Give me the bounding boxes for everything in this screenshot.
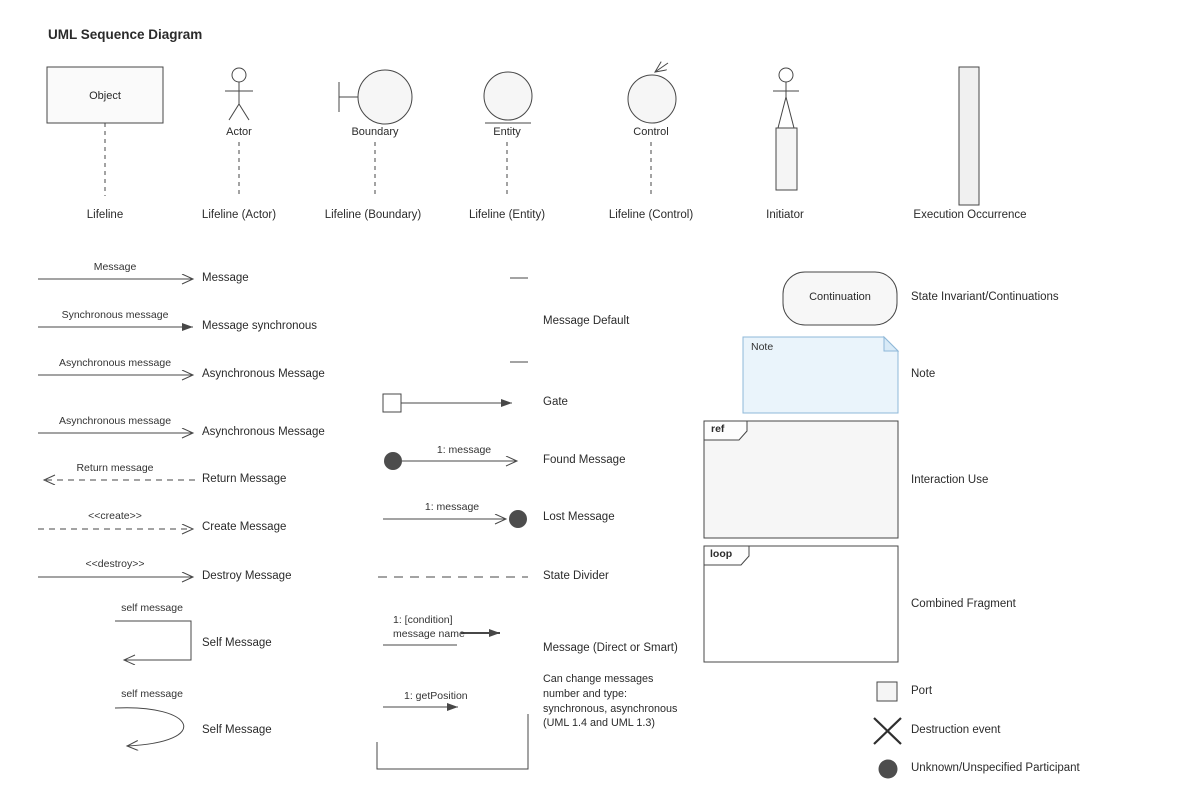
note-text: Note: [751, 341, 774, 353]
destruction-x-symbol: [873, 717, 902, 745]
port-label: Port: [911, 685, 933, 697]
destroy-annotation: <<destroy>>: [85, 558, 145, 570]
lost-message-symbol: [383, 510, 527, 528]
getposition-annotation: 1: getPosition: [404, 690, 468, 702]
message-default-dashes: [510, 277, 528, 363]
direct-message-annotation-line2: message name: [393, 628, 465, 640]
sync-annotation: Synchronous message: [61, 309, 169, 321]
interaction-use-label: Interaction Use: [911, 474, 989, 486]
lifeline-control-caption: Lifeline (Control): [608, 209, 694, 221]
execution-occurrence-symbol: [958, 66, 980, 206]
getposition-note-line: Can change messages: [543, 673, 654, 685]
return-annotation: Return message: [76, 462, 154, 474]
actor-symbol-label: Actor: [226, 126, 252, 138]
loop-tab-text: loop: [710, 548, 733, 560]
lifeline-entity-caption: Lifeline (Entity): [468, 209, 546, 221]
getposition-message-symbol: [376, 703, 529, 770]
destruction-label: Destruction event: [911, 724, 1001, 736]
lifeline-control-symbol: [627, 63, 677, 196]
getposition-note-line: number and type:: [543, 687, 628, 700]
execution-occurrence-caption: Execution Occurrence: [913, 209, 1027, 221]
destroy-label: Destroy Message: [202, 570, 292, 582]
found-message-annotation: 1: message: [436, 444, 492, 456]
entity-symbol-label: Entity: [493, 126, 521, 138]
message-label: Message: [202, 272, 249, 284]
getposition-note: Can change messages number and type: syn…: [543, 672, 677, 731]
unknown-participant-dot: [878, 759, 898, 779]
self-message-rect-arrow: [115, 620, 192, 660]
combined-fragment-shape: [703, 545, 899, 663]
direct-message-label: Message (Direct or Smart): [543, 642, 678, 654]
return-label: Return Message: [202, 473, 287, 485]
message-annotation: Message: [93, 261, 137, 273]
lifeline-actor-caption: Lifeline (Actor): [201, 209, 277, 221]
create-annotation: <<create>>: [88, 510, 142, 522]
self-message-annotation-1: self message: [121, 602, 183, 614]
self-message-annotation-2: self message: [121, 688, 183, 700]
direct-message-symbol: [383, 629, 500, 646]
self-message-curve-arrow: [114, 707, 185, 746]
getposition-note-line: synchronous, asynchronous: [543, 702, 678, 715]
ref-tab-text: ref: [711, 423, 725, 435]
direct-message-annotation-line1: 1: [condition]: [393, 614, 453, 626]
async-annotation-1: Asynchronous message: [58, 357, 172, 369]
combined-fragment-label: Combined Fragment: [911, 598, 1016, 610]
found-message-symbol: [384, 452, 517, 470]
async-label-2: Asynchronous Message: [202, 426, 325, 438]
continuation-shape: [782, 271, 898, 326]
control-symbol-label: Control: [633, 126, 669, 138]
port-shape: [876, 681, 898, 702]
self-message-label-1: Self Message: [202, 637, 272, 649]
interaction-use-shape: [703, 420, 899, 539]
gate-symbol: [382, 393, 512, 413]
object-symbol-label: Object: [89, 90, 121, 102]
continuation-text: Continuation: [809, 291, 871, 303]
found-message-label: Found Message: [543, 454, 626, 466]
lifeline-object-symbol: [46, 66, 164, 196]
note-shape: [742, 335, 900, 414]
self-message-label-2: Self Message: [202, 724, 272, 736]
async-label-1: Asynchronous Message: [202, 368, 325, 380]
state-divider-label: State Divider: [543, 570, 609, 582]
note-label: Note: [911, 368, 936, 380]
lifeline-boundary-symbol: [338, 69, 413, 196]
lifeline-actor-symbol: [225, 67, 253, 196]
unknown-participant-label: Unknown/Unspecified Participant: [911, 762, 1080, 774]
lifeline-boundary-caption: Lifeline (Boundary): [324, 209, 422, 221]
gate-label: Gate: [543, 396, 568, 408]
getposition-note-line: (UML 1.4 and UML 1.3): [543, 717, 656, 730]
lost-message-label: Lost Message: [543, 511, 615, 523]
lost-message-annotation: 1: message: [424, 501, 480, 513]
sync-label: Message synchronous: [202, 320, 318, 332]
message-default-label: Message Default: [543, 315, 630, 327]
lifeline-object-caption: Lifeline: [86, 209, 124, 221]
boundary-symbol-label: Boundary: [351, 126, 399, 138]
create-label: Create Message: [202, 521, 287, 533]
continuation-label: State Invariant/Continuations: [911, 291, 1059, 303]
lifeline-entity-symbol: [483, 71, 533, 196]
async-annotation-2: Asynchronous message: [58, 415, 172, 427]
page-title: UML Sequence Diagram: [48, 27, 203, 42]
initiator-symbol: [773, 67, 799, 191]
initiator-caption: Initiator: [766, 209, 804, 221]
